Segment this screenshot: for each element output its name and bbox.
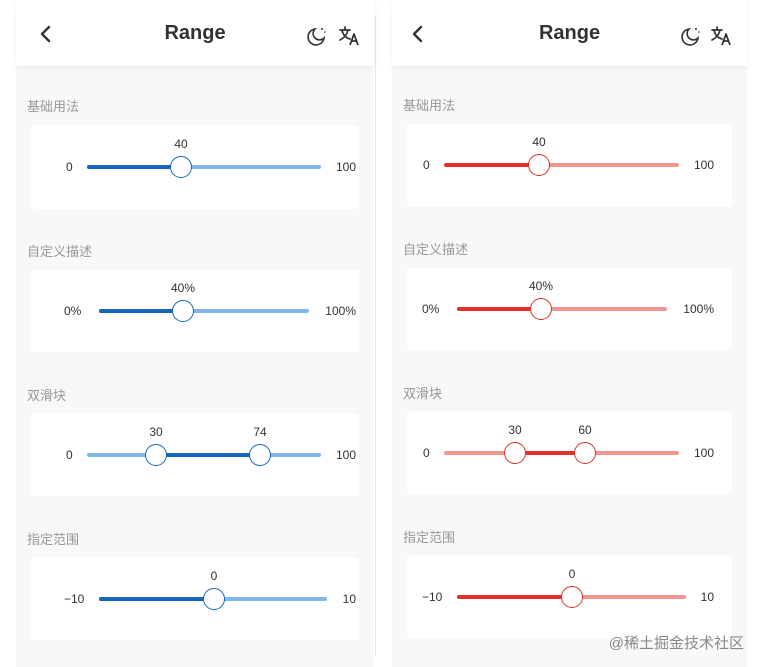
chevron-left-icon (412, 25, 423, 43)
slider-fill (87, 165, 181, 169)
slider-thumb[interactable] (504, 442, 526, 464)
thumb-value-label: 30 (149, 425, 163, 439)
section-title: 自定义描述 (403, 242, 469, 257)
watermark: @稀土掘金技术社区 (608, 635, 744, 652)
slider-card: 0 100 30 74 (31, 413, 359, 496)
slider-thumb[interactable] (561, 586, 583, 608)
slider-thumb[interactable] (145, 444, 167, 466)
range-min-label: −10 (64, 592, 85, 606)
range-max-label: 10 (342, 592, 356, 606)
range-min-label: 0 (423, 158, 430, 172)
range-max-label: 100 (335, 160, 356, 174)
range-min-label: 0% (422, 302, 440, 316)
slider-thumb[interactable] (249, 444, 271, 466)
slider-thumb[interactable] (530, 298, 552, 320)
chevron-left-icon (40, 25, 51, 43)
slider-track[interactable] (87, 165, 321, 169)
slider-thumb[interactable] (170, 156, 192, 178)
thumb-value-label: 40% (528, 279, 554, 293)
slider-track[interactable] (99, 309, 309, 313)
range-min-label: 0 (66, 160, 73, 174)
range-max-label: 100% (325, 304, 356, 318)
slider-card: −10 10 0 (31, 557, 359, 640)
slider-track[interactable] (444, 163, 679, 167)
slider-card: 0 100 40 (31, 125, 359, 209)
range-min-label: 0 (66, 448, 73, 462)
slider-thumb[interactable] (203, 588, 225, 610)
section-title: 指定范围 (403, 530, 456, 545)
range-min-label: −10 (422, 590, 443, 604)
range-max-label: 100 (693, 158, 714, 172)
range-min-label: 0% (64, 304, 82, 318)
section-title: 基础用法 (403, 98, 456, 113)
back-button[interactable] (34, 20, 58, 48)
slider-thumb[interactable] (172, 300, 194, 322)
language-toggle[interactable] (710, 25, 732, 47)
thumb-value-label: 60 (578, 423, 592, 437)
thumb-value-label: 40 (174, 137, 188, 151)
slider-thumb[interactable] (574, 442, 596, 464)
thumb-value-label: 40% (170, 281, 196, 295)
divider (375, 16, 376, 656)
slider-fill (156, 453, 260, 457)
nav-bar: Range (392, 0, 747, 66)
range-max-label: 10 (700, 590, 714, 604)
translate-icon (339, 26, 359, 46)
slider-card: 0 100 40 (407, 124, 732, 207)
slider-fill (457, 307, 541, 311)
section-title: 基础用法 (27, 99, 80, 114)
thumb-value-label: 74 (253, 425, 267, 439)
translate-icon (711, 26, 731, 46)
moon-icon (307, 27, 326, 46)
slider-card: −10 10 0 (407, 555, 732, 638)
section-title: 双滑块 (27, 388, 67, 403)
thumb-value-label: 30 (508, 423, 522, 437)
slider-fill (99, 597, 214, 601)
back-button[interactable] (406, 20, 430, 48)
dark-mode-toggle[interactable] (680, 25, 702, 47)
section-title: 自定义描述 (27, 244, 93, 259)
page-title: Range (164, 22, 226, 44)
range-max-label: 100% (683, 302, 714, 316)
slider-track[interactable] (457, 307, 667, 311)
section-title: 双滑块 (403, 386, 443, 401)
slider-fill (444, 163, 539, 167)
page-title: Range (538, 22, 601, 44)
range-max-label: 100 (335, 448, 356, 462)
nav-bar: Range (16, 0, 374, 66)
slider-card: 0% 100% 40% (407, 268, 732, 350)
section-title: 指定范围 (27, 532, 80, 547)
slider-card: 0 100 30 60 (407, 411, 732, 494)
range-max-label: 100 (693, 446, 714, 460)
slider-fill (515, 451, 585, 455)
slider-thumb[interactable] (528, 154, 550, 176)
slider-card: 0% 100% 40% (31, 270, 359, 352)
language-toggle[interactable] (338, 25, 360, 47)
range-min-label: 0 (423, 446, 430, 460)
thumb-value-label: 0 (210, 569, 218, 583)
thumb-value-label: 0 (568, 567, 576, 581)
thumb-value-label: 40 (532, 135, 546, 149)
slider-fill (99, 309, 183, 313)
moon-icon (681, 27, 700, 46)
slider-fill (457, 595, 572, 599)
dark-mode-toggle[interactable] (306, 25, 328, 47)
